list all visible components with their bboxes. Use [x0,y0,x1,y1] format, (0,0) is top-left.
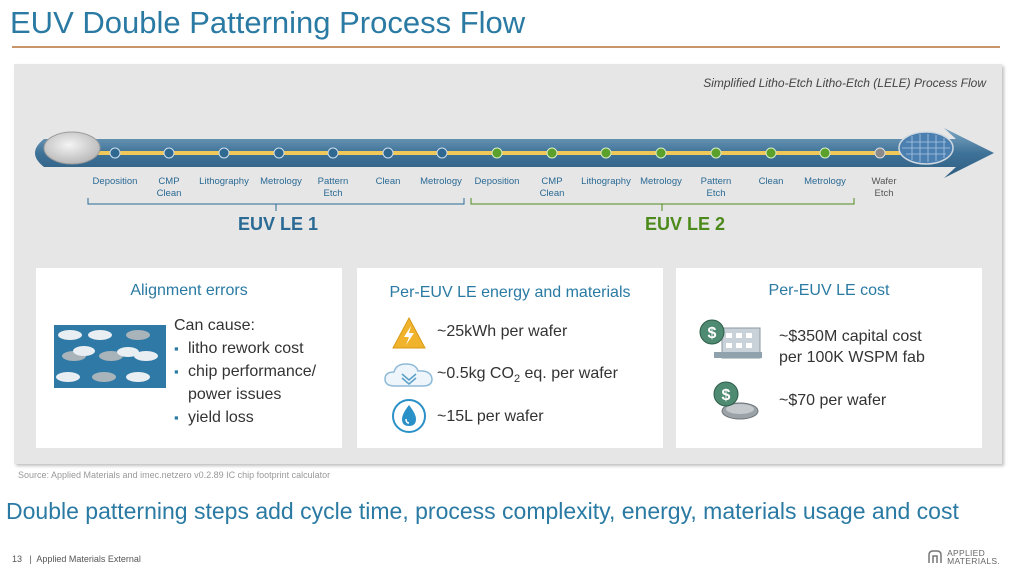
step-label-le2-1: Deposition [474,176,520,187]
dot-le2-1 [491,147,503,159]
co2-prefix: ~0.5kg CO [437,365,514,382]
dot-le2-6 [765,147,777,159]
svg-text:$: $ [708,325,717,342]
step-label-le2-6: Clean [758,176,784,187]
dot-le2-7 [819,147,831,159]
step-label-line: CMP Clean [156,176,182,199]
step-label-le2-4: Metrology [640,176,682,187]
cost-card-title: Per-EUV LE cost [768,282,890,299]
title-divider [12,46,1000,48]
cloud-icon [384,363,433,387]
dot-le2-5 [710,147,722,159]
bullet-performance-cont: power issues [188,386,282,403]
le2-bracket [470,198,855,211]
co2-suffix: eq. per wafer [520,365,618,382]
group-label-le2: EUV LE 2 [644,214,726,234]
group-label-le1: EUV LE 1 [237,214,319,234]
dot-le1-1 [109,147,121,159]
source-note: Source: Applied Materials and imec.netze… [18,470,331,480]
capital-cost-line1: ~$350M capital cost [779,328,922,345]
svg-text:$: $ [722,387,731,404]
patterned-wafer-icon [898,131,954,165]
wafer-cost-icon: $ [713,381,759,420]
flow-caption: Simplified Litho-Etch Litho-Etch (LELE) … [703,76,986,90]
dot-le2-2 [546,147,558,159]
slide-title: EUV Double Patterning Process Flow [10,5,526,40]
misaligned-pattern-icon [54,325,166,388]
dot-le1-2 [163,147,175,159]
logo-line-2: MATERIALS. [947,556,1000,566]
step-label-le2-7: Metrology [804,176,846,187]
dot-le1-6 [382,147,394,159]
per-wafer-cost: ~$70 per wafer [779,392,887,409]
step-label-le1-4: Metrology [260,176,302,187]
alignment-errors-card: Alignment errors Can cause: litho rework… [36,268,342,448]
bullet-performance: chip performance/ [174,360,316,383]
step-label-le2-2: CMP Clean [539,176,565,199]
step-label-wafer-etch: Wafer Etch [871,176,897,199]
bullet-rework: litho rework cost [174,337,316,360]
applied-materials-logo: APPLIED MATERIALS. [927,549,1000,565]
fab-cost-icon: $ [699,319,762,359]
water-value: ~15L per wafer [437,408,544,425]
energy-card-title: Per-EUV LE energy and materials [389,284,631,301]
dot-le2-3 [600,147,612,159]
co2-value: ~0.5kg CO2 eq. per wafer [437,363,618,390]
le1-bracket [87,198,465,211]
step-dots [109,147,886,159]
step-label-le2-3: Lithography [581,176,631,187]
applied-materials-logo-icon [928,550,942,563]
electricity-icon [392,316,426,349]
slide-footer: 13 | Applied Materials External [12,554,141,564]
step-label-le1-1: Deposition [92,176,138,187]
alignment-card-title: Alignment errors [130,282,248,299]
step-label-le1-2: CMP Clean [157,176,182,200]
dot-le1-5 [327,147,339,159]
dot-le1-7 [436,147,448,159]
cost-card: Per-EUV LE cost $ ~$350M capital cost pe… [676,268,982,448]
step-label-le2-5: Pattern Etch [700,176,732,199]
dot-le1-3 [218,147,230,159]
electricity-value: ~25kWh per wafer [437,323,568,340]
process-flow-panel: Simplified Litho-Etch Litho-Etch (LELE) … [14,64,1002,464]
capital-cost-line2: per 100K WSPM fab [779,349,925,366]
bullet-yield: yield loss [174,406,316,429]
step-label-le1-7: Metrology [420,176,462,187]
logo-wordmark: APPLIED MATERIALS. [947,548,1000,566]
blank-wafer-icon [43,131,101,165]
energy-materials-card: Per-EUV LE energy and materials ~25kWh p… [357,268,663,448]
co2-subscript: 2 [513,373,521,386]
key-message: Double patterning steps add cycle time, … [6,498,959,524]
alignment-intro: Can cause: [174,317,255,334]
step-label-le1-5: Pattern Etch [317,176,349,199]
alignment-effects: Can cause: litho rework cost chip perfor… [174,314,316,429]
step-label-le1-6: Clean [375,176,401,187]
process-flow-arrow [35,128,994,211]
step-label-le1-3: Lithography [199,176,249,187]
dot-le1-4 [273,147,285,159]
logo-line-1: APPLIED [947,548,986,558]
dot-le2-4 [655,147,667,159]
dot-wafer-etch [874,147,886,159]
water-drop-icon [392,399,426,433]
